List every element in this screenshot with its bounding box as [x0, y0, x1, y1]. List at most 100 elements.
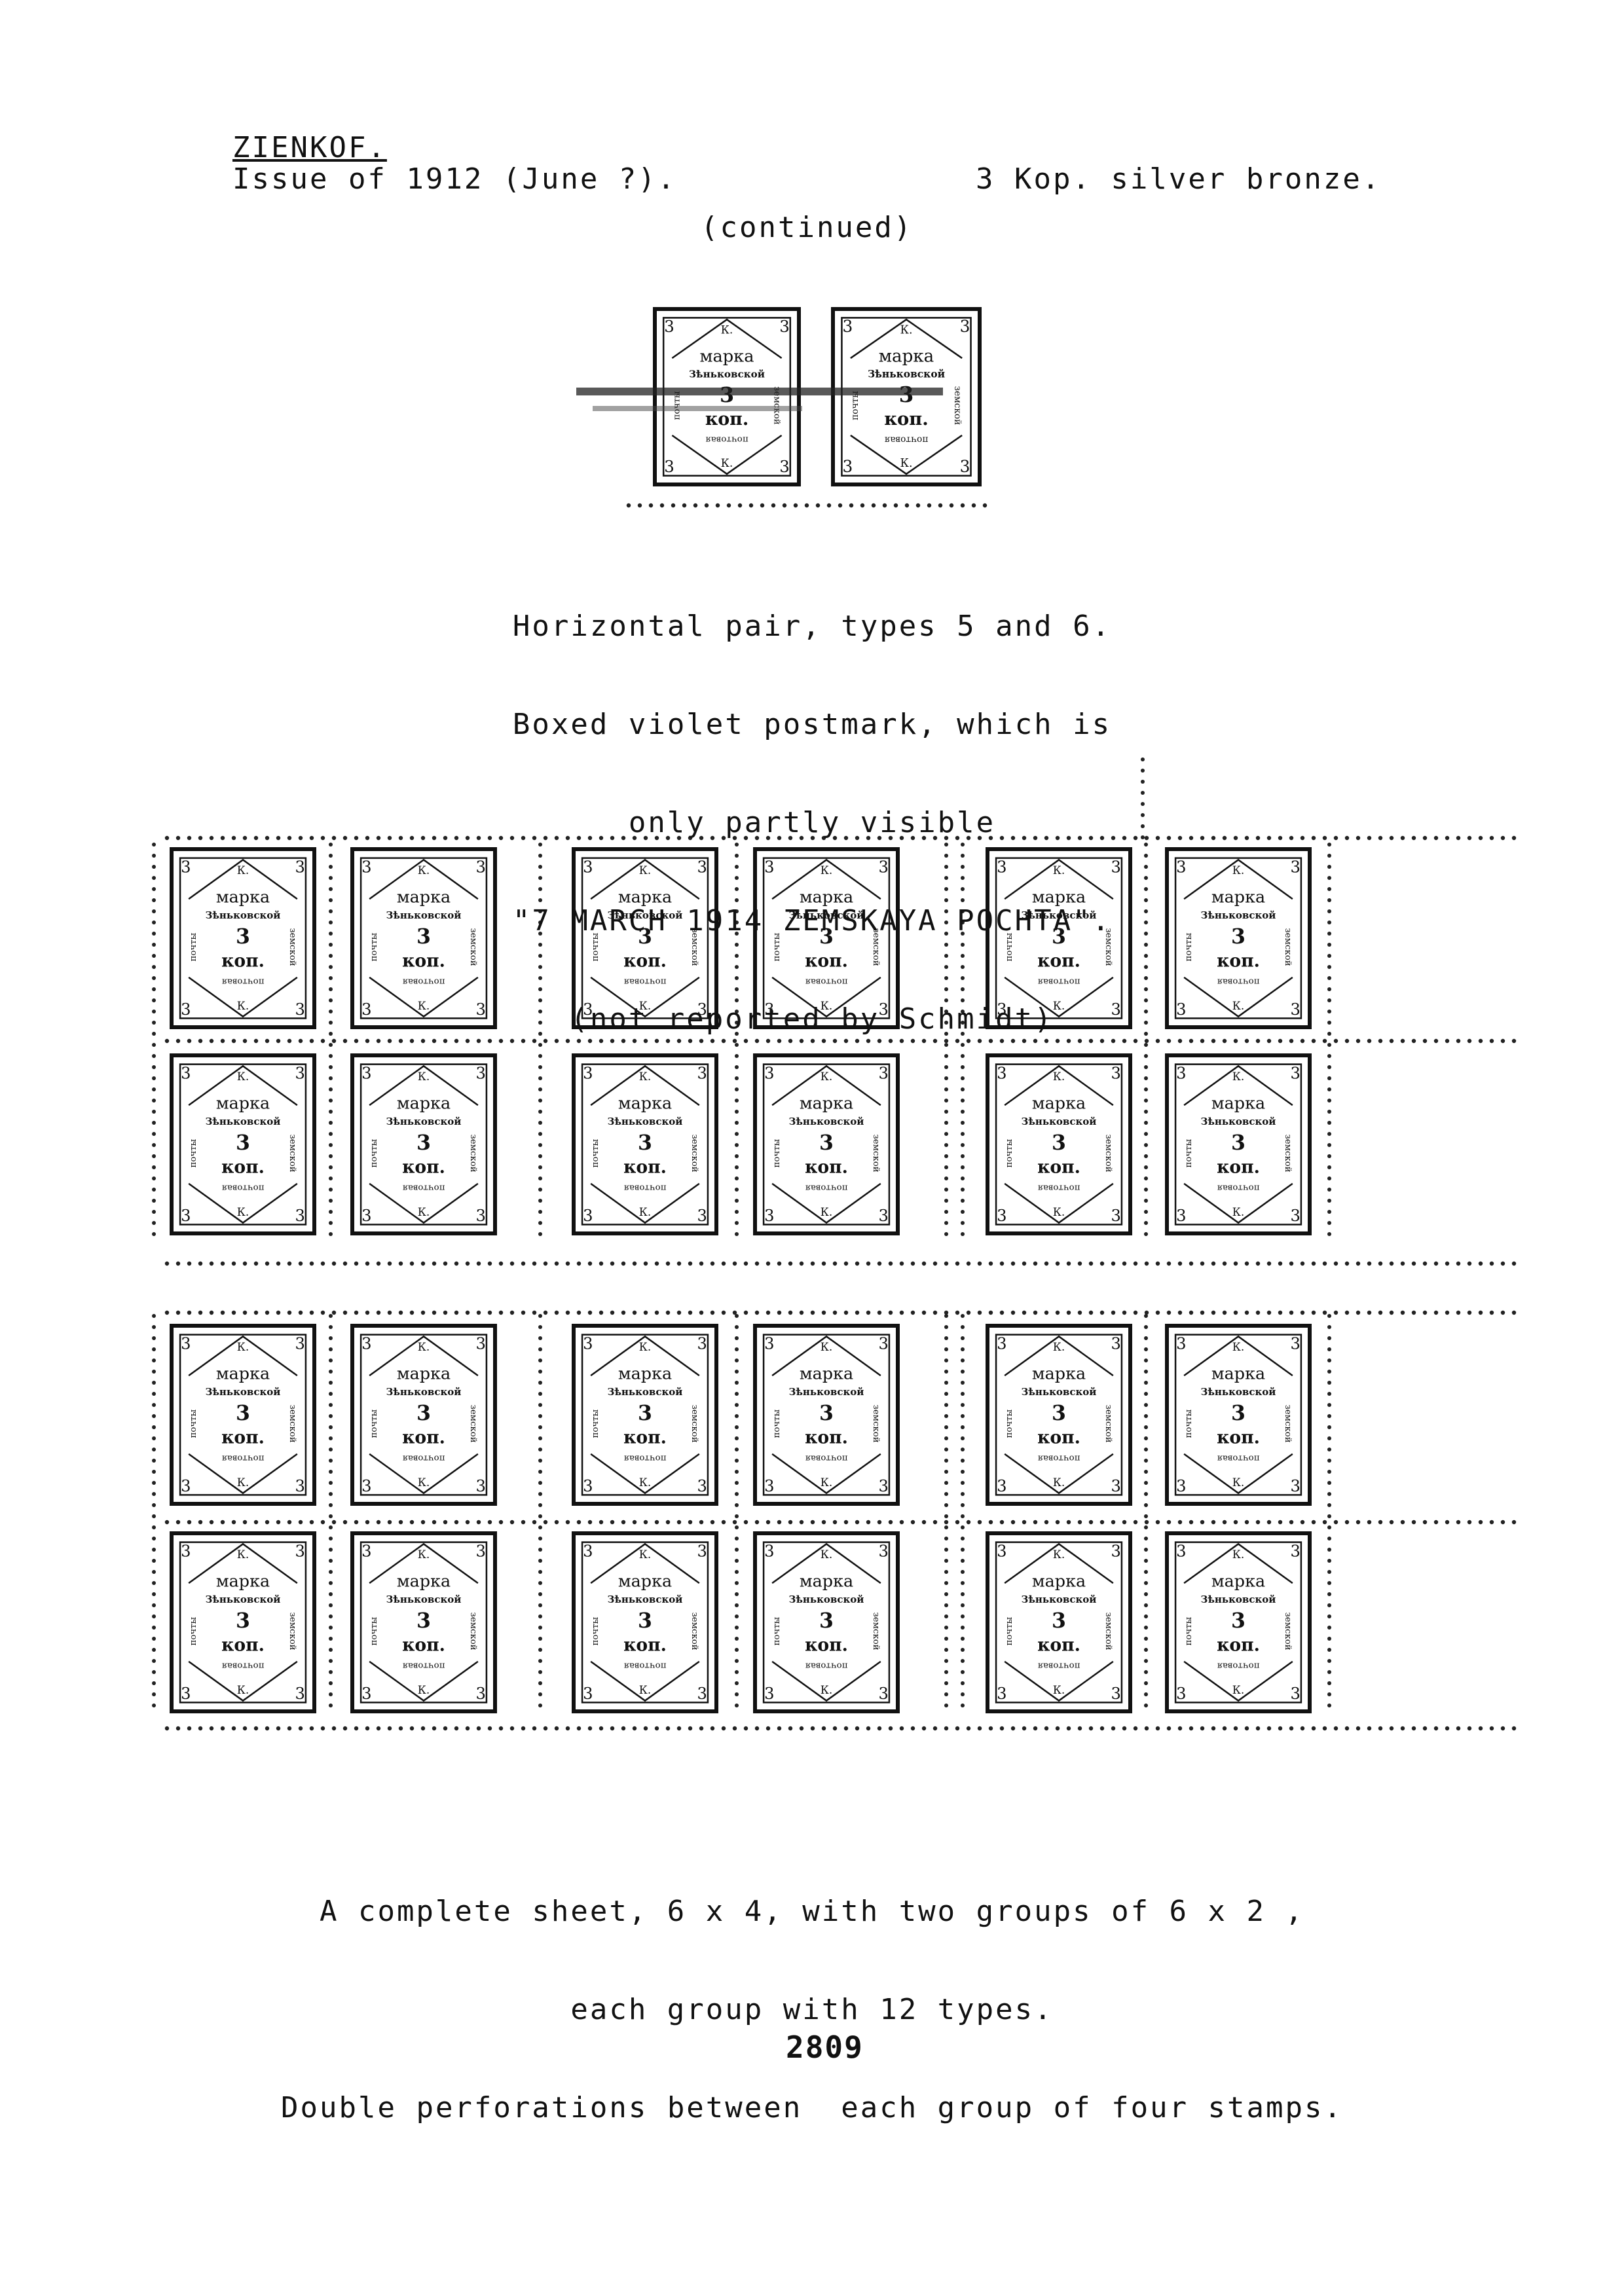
stamp-text: почтовая	[705, 435, 748, 445]
perforation-dot	[1244, 1726, 1249, 1731]
perforation-dot	[735, 1043, 739, 1047]
perforation-dot	[265, 1726, 270, 1731]
perforation-dot	[961, 1370, 965, 1374]
perforation-dot	[999, 1310, 1005, 1315]
perforation-dot	[1133, 1520, 1138, 1525]
stamp-border	[762, 1334, 891, 1496]
stamp-text: коп.	[1217, 1428, 1260, 1448]
stamp-text: 3	[878, 1477, 888, 1495]
perforation-dot	[152, 1503, 156, 1507]
perforation-dot	[944, 1261, 949, 1266]
perforation-dot	[329, 1043, 333, 1047]
perforation-dot	[1255, 835, 1261, 841]
perforation-dot	[961, 1492, 965, 1496]
stamp-text: почтовая	[1038, 1661, 1080, 1671]
perforation-dot	[1445, 1520, 1450, 1525]
stamp-text: 3	[697, 1685, 707, 1703]
stamp-diamond-top	[369, 1542, 479, 1584]
perforation-dot	[1200, 1520, 1205, 1525]
perforation-dot	[387, 1261, 392, 1266]
perforation-dot	[365, 1310, 370, 1315]
stamp-text: К.	[1053, 1070, 1065, 1083]
perforation-dot	[152, 1099, 156, 1102]
perforation-dot	[735, 1537, 739, 1540]
perforation-dot	[1144, 1425, 1148, 1429]
stamp-text: К.	[639, 1340, 652, 1353]
stamp-text: Зѣньковской	[1022, 1386, 1097, 1398]
perforation-dot	[938, 503, 943, 508]
perforation-dot	[1144, 1592, 1148, 1596]
perforation-dot	[1177, 1038, 1183, 1044]
perforation-dot	[743, 1310, 748, 1315]
stamp-diamond-top	[1004, 1542, 1114, 1584]
stamp-text: Зѣньковской	[1022, 1116, 1097, 1127]
perforation-dot	[999, 835, 1005, 841]
perforation-dot	[1327, 1054, 1331, 1058]
perforation-dot	[1333, 1261, 1338, 1266]
perforation-dot	[961, 1403, 965, 1407]
perforation-dot	[944, 1537, 948, 1540]
perforation-dot	[1300, 1310, 1305, 1315]
perforation-dot	[1289, 1726, 1294, 1731]
perforation-dot	[1133, 1310, 1138, 1315]
stamp-diamond-bottom	[590, 976, 700, 1018]
perforation-dot	[1255, 1261, 1261, 1266]
perforation-dot	[665, 1310, 671, 1315]
stamp-diamond-top	[771, 858, 881, 900]
perforation-dot	[735, 932, 739, 936]
perforation-dot	[329, 1525, 333, 1529]
perforation-dot	[1200, 1726, 1205, 1731]
perforation-dot	[735, 1392, 739, 1396]
perforation-dot	[1177, 1310, 1183, 1315]
stamp-diamond-top	[1183, 1065, 1293, 1106]
perforation-dot	[152, 1232, 156, 1236]
perforation-dot	[777, 1261, 782, 1266]
stamp-text: марка	[1032, 887, 1086, 907]
perforation-dot	[961, 898, 965, 902]
perforation-dot	[1467, 835, 1472, 841]
stamp-text: земской	[468, 928, 478, 966]
perforation-dot	[443, 1520, 448, 1525]
perforation-dot	[1478, 1261, 1483, 1266]
perforation-dot	[331, 1726, 337, 1731]
perforation-dot	[152, 920, 156, 924]
perforation-dot	[665, 1038, 671, 1044]
stamp-text: 3	[697, 1207, 707, 1225]
perforation-dot	[538, 1392, 542, 1396]
perforation-dot	[175, 835, 181, 841]
perforation-dot	[1099, 1520, 1105, 1525]
perforation-dot	[220, 1038, 225, 1044]
perforation-dot	[1144, 987, 1148, 991]
stamp: 3333К.К.маркаЗѣньковской3коп.почтоваяпоч…	[831, 307, 982, 486]
perforation-dot	[944, 1681, 948, 1685]
perforation-dot	[476, 1261, 481, 1266]
perforation-dot	[387, 1520, 392, 1525]
stamp-border	[762, 1063, 891, 1226]
perforation-dot	[554, 835, 559, 841]
stamp-text: 3	[1290, 1685, 1300, 1703]
perforation-dot	[1327, 1165, 1331, 1169]
perforation-dot	[932, 835, 938, 841]
perforation-dot	[999, 1520, 1005, 1525]
perforation-dot	[1266, 1310, 1272, 1315]
perforation-dot	[944, 1358, 948, 1362]
perforation-dot	[342, 1520, 348, 1525]
perforation-dot	[735, 1325, 739, 1329]
perforation-dot	[1144, 1232, 1148, 1236]
perforation-dot	[1333, 835, 1338, 841]
stamp-text: 3	[1052, 1131, 1066, 1155]
perforation-dot	[888, 1038, 893, 1044]
perforation-dot	[860, 503, 865, 508]
perforation-dot	[735, 1021, 739, 1025]
stamp-text: 3	[475, 1685, 485, 1703]
perforation-dot	[538, 1010, 542, 1013]
perforation-dot	[265, 1520, 270, 1525]
stamp-diamond-bottom	[188, 1660, 298, 1702]
perforation-dot	[961, 1392, 965, 1396]
perforation-dot	[871, 503, 876, 508]
stamp-text: почты	[1005, 1409, 1014, 1438]
stamp-text: 3	[842, 317, 853, 336]
stamp-text: почтовая	[1038, 1183, 1080, 1193]
stamp-text: 3	[181, 1334, 191, 1353]
